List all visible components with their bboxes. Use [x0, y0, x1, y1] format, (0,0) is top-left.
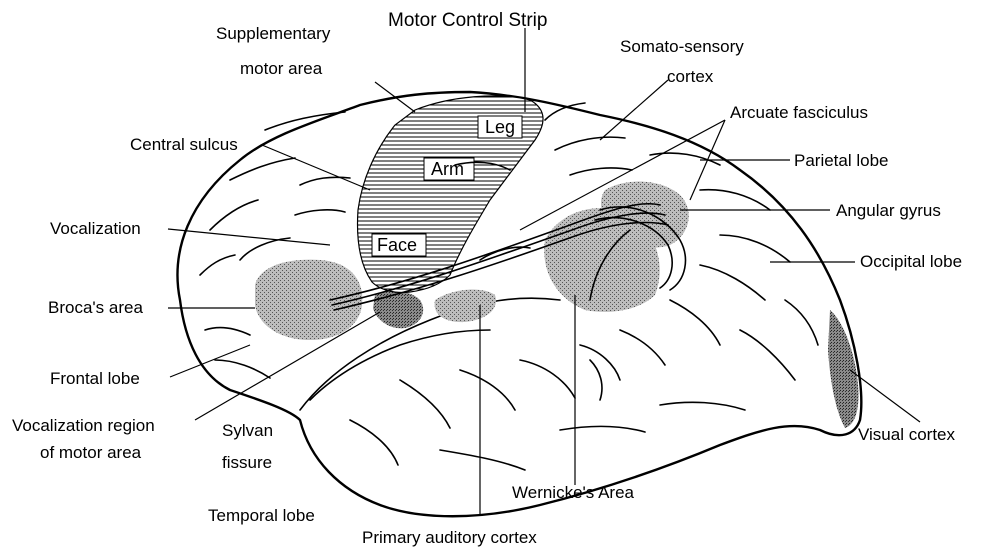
leg-label: Leg [485, 117, 515, 137]
arm-label: Arm [431, 159, 464, 179]
frontal-lobe-label: Frontal lobe [50, 369, 140, 388]
vocalization-region-label-line1: Vocalization region [12, 416, 155, 435]
motor-control-strip-title: Motor Control Strip [388, 10, 547, 31]
somato-sensory-cortex-label-line1: Somato-sensory [620, 37, 744, 56]
primary-auditory-cortex-label: Primary auditory cortex [362, 528, 537, 547]
supplementary-motor-area-label-line1: Supplementary [216, 24, 331, 43]
angular-gyrus-label: Angular gyrus [836, 201, 941, 220]
central-sulcus-label: Central sulcus [130, 135, 238, 154]
vocalization-label: Vocalization [50, 219, 141, 238]
wernickes-area-label: Wernicke's Area [512, 483, 635, 502]
sylvan-fissure-label-line1: Sylvan [222, 421, 273, 440]
somato-sensory-cortex-label-line2: cortex [667, 67, 714, 86]
occipital-lobe-label: Occipital lobe [860, 252, 962, 271]
arcuate-fasciculus-label: Arcuate fasciculus [730, 103, 868, 122]
vocalization-region-label-line2: of motor area [40, 443, 142, 462]
parietal-lobe-label: Parietal lobe [794, 151, 889, 170]
visual-cortex-label: Visual cortex [858, 425, 956, 444]
face-label: Face [377, 235, 417, 255]
temporal-lobe-label: Temporal lobe [208, 506, 315, 525]
sylvan-fissure-label-line2: fissure [222, 453, 272, 472]
brocas-area-label: Broca's area [48, 298, 143, 317]
supplementary-motor-area-label-line2: motor area [240, 59, 323, 78]
brocas-area-region [255, 260, 362, 340]
